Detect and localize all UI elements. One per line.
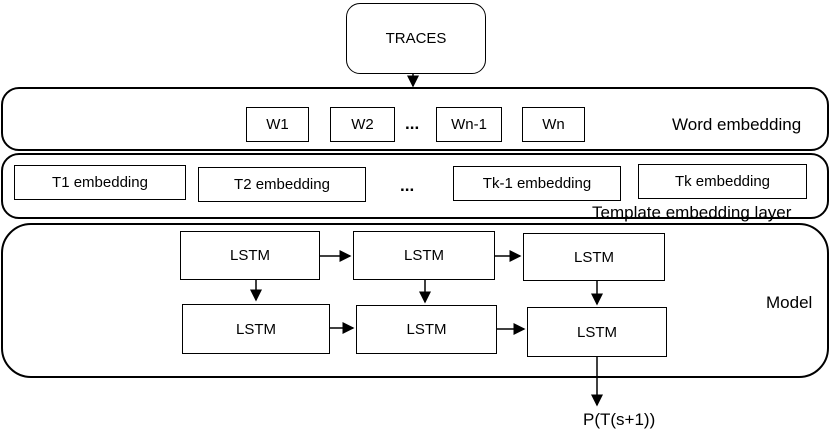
template-embedding-panel: [1, 153, 829, 219]
lstm-bottom-3: LSTM: [527, 307, 667, 357]
template-box-2: T2 embedding: [198, 167, 366, 202]
word-box-1: W1: [246, 107, 309, 142]
model-label: Model: [766, 293, 813, 312]
template-embedding-label: Template embedding layer: [592, 203, 792, 222]
word-box-n-label: Wn: [542, 116, 565, 133]
word-ellipsis: ...: [405, 114, 420, 133]
lstm-bottom-1-label: LSTM: [235, 320, 276, 338]
template-box-k-1: Tk-1 embedding: [453, 166, 621, 201]
word-box-2: W2: [330, 107, 395, 142]
lstm-bottom-3-label: LSTM: [576, 323, 617, 341]
lstm-top-3: LSTM: [523, 233, 665, 281]
traces-label: TRACES: [385, 30, 447, 47]
word-embedding-panel: [1, 87, 829, 151]
word-box-1-label: W1: [266, 116, 289, 133]
word-box-n: Wn: [522, 107, 585, 142]
lstm-bottom-2: LSTM: [356, 305, 497, 354]
lstm-top-1: LSTM: [180, 231, 320, 280]
lstm-bottom-2-label: LSTM: [406, 321, 447, 338]
lstm-top-1-label: LSTM: [229, 247, 270, 264]
template-box-k: Tk embedding: [638, 164, 807, 199]
word-embedding-label: Word embedding: [672, 115, 802, 134]
word-box-n-1: Wn-1: [436, 107, 502, 142]
template-ellipsis: ...: [400, 176, 415, 195]
template-box-k-1-label: Tk-1 embedding: [482, 175, 592, 192]
template-box-2-label: T2 embedding: [234, 176, 330, 193]
traces-node: TRACES: [346, 3, 486, 74]
lstm-top-2: LSTM: [353, 231, 495, 280]
word-box-n-1-label: Wn-1: [451, 116, 487, 133]
lstm-bottom-1: LSTM: [182, 304, 330, 354]
template-box-1: T1 embedding: [14, 165, 186, 200]
lstm-top-2-label: LSTM: [403, 247, 444, 264]
lstm-top-3-label: LSTM: [573, 248, 614, 266]
model-panel: [1, 223, 829, 378]
template-box-1-label: T1 embedding: [52, 174, 148, 191]
output-label: P(T(s+1)): [583, 410, 656, 429]
word-box-2-label: W2: [351, 116, 374, 133]
template-box-k-label: Tk embedding: [674, 173, 771, 190]
